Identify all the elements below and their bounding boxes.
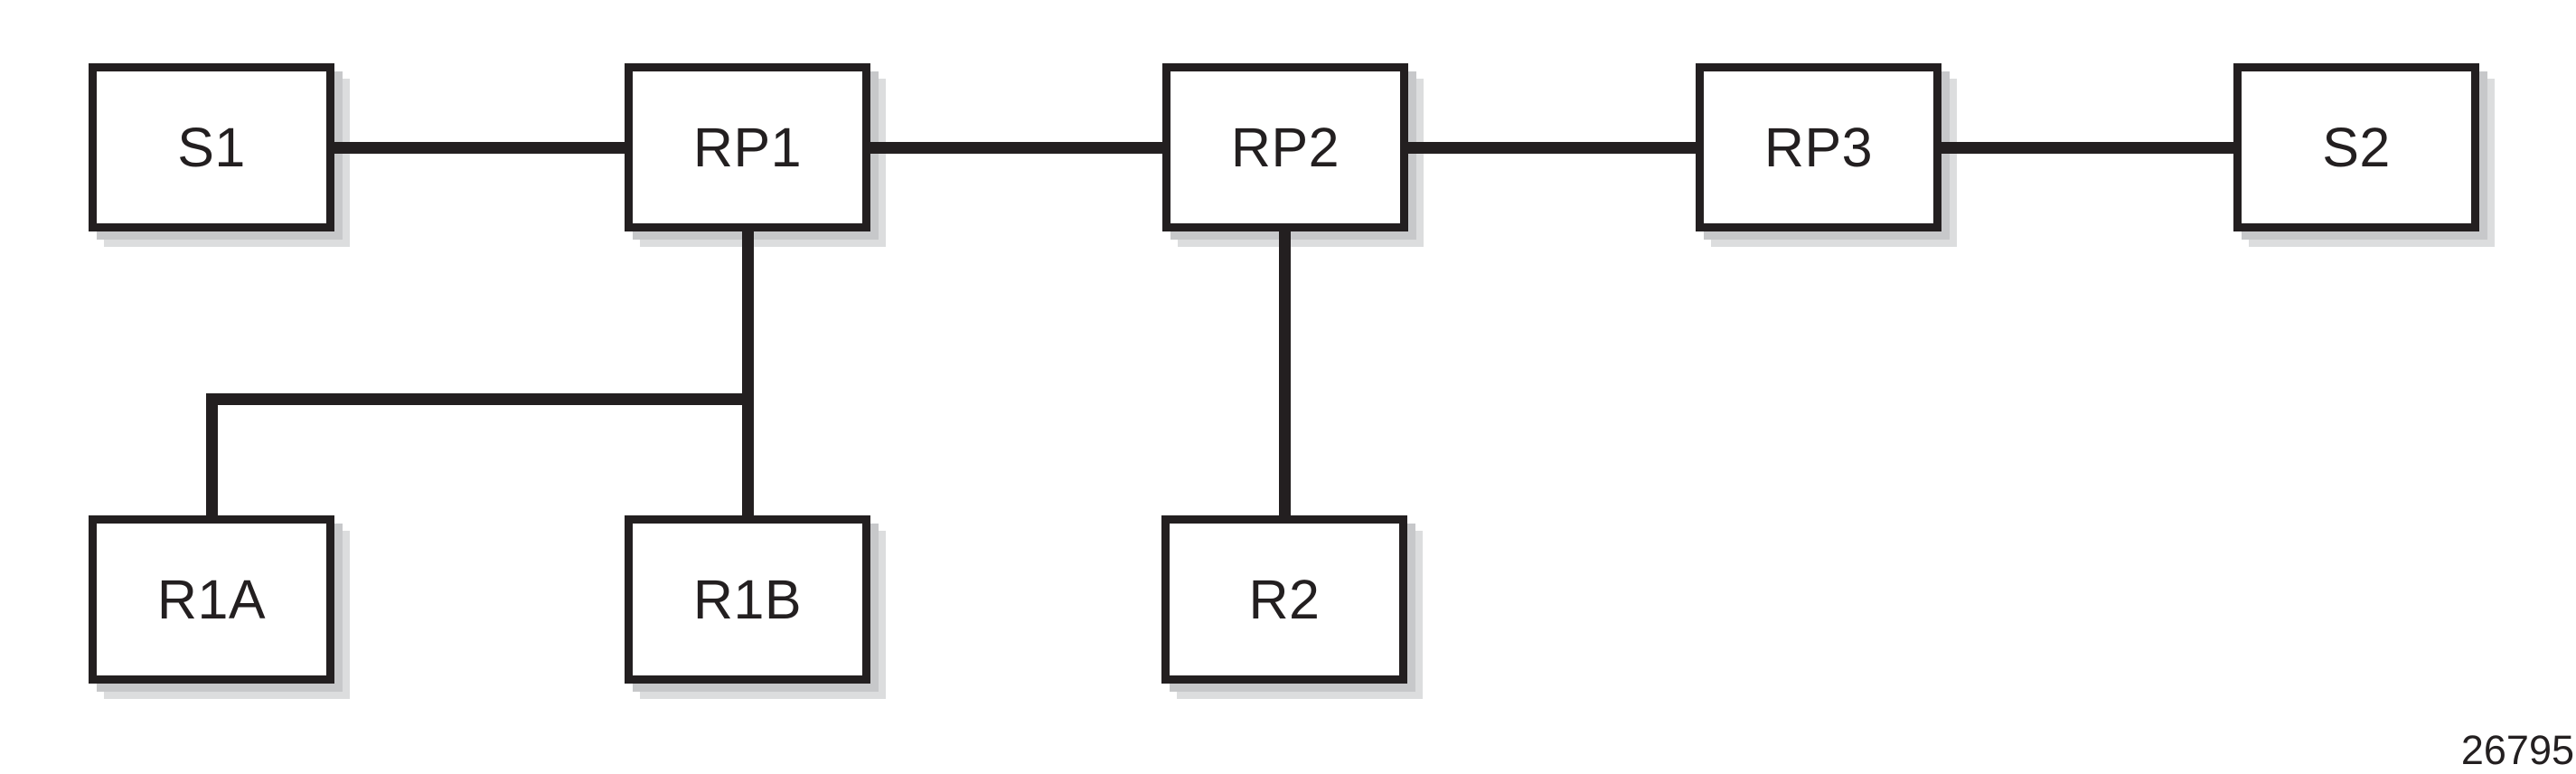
link-branch-r1a (206, 393, 754, 405)
node-s2: S2 (2233, 63, 2479, 231)
link-rp1-down (742, 229, 754, 518)
node-label: R2 (1248, 568, 1321, 630)
node-label: S1 (177, 116, 246, 178)
node-rp3: RP3 (1696, 63, 1941, 231)
node-label: R1B (692, 568, 803, 630)
link-rp1-rp2 (869, 142, 1165, 154)
node-label: RP2 (1230, 116, 1340, 178)
node-r1b: R1B (625, 515, 870, 684)
link-rp2-rp3 (1406, 142, 1698, 154)
link-rp3-s2 (1940, 142, 2236, 154)
node-r1a: R1A (89, 515, 334, 684)
node-r2: R2 (1161, 515, 1407, 684)
node-label: RP3 (1763, 116, 1874, 178)
node-label: R1A (156, 568, 267, 630)
node-label: S2 (2322, 116, 2391, 178)
node-rp1: RP1 (625, 63, 870, 231)
node-s1: S1 (89, 63, 334, 231)
node-label: RP1 (692, 116, 803, 178)
node-rp2: RP2 (1162, 63, 1408, 231)
link-r1a-down (206, 393, 218, 518)
link-rp2-down (1279, 229, 1291, 518)
link-s1-rp1 (333, 142, 627, 154)
figure-number: 26795 (2460, 727, 2574, 773)
